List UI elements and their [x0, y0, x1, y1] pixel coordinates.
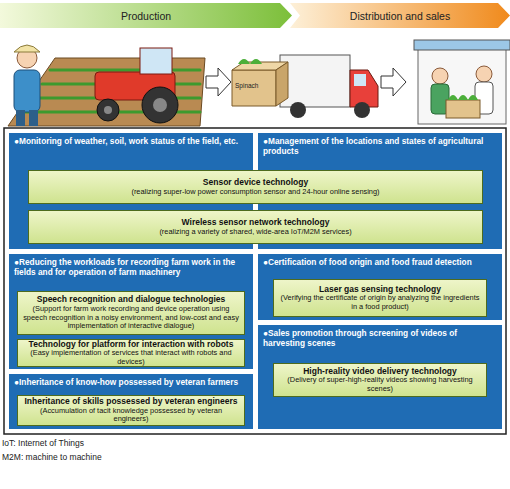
technology-box: High-reality video delivery technology(D…: [273, 363, 487, 397]
use-case-panel: ●Sales promotion through screening of vi…: [257, 324, 503, 430]
panel-heading: ●Reducing the workloads for recording fa…: [14, 258, 248, 278]
banner-label: Production: [121, 10, 171, 22]
technology-description: (realizing a variety of shared, wide-are…: [159, 228, 351, 237]
panel-heading: ●Sales promotion through screening of vi…: [263, 329, 497, 349]
cardboard-box: [232, 59, 288, 106]
technology-name: Wireless sensor network technology: [182, 218, 330, 228]
stage-banner: Production: [0, 3, 292, 28]
technology-name: High-reality video delivery technology: [303, 367, 457, 377]
use-case-panel: ●Certification of food origin and food f…: [257, 253, 503, 321]
truck: [280, 55, 378, 118]
store: [414, 40, 510, 124]
farmer: [14, 45, 40, 126]
technology-description: (Easy implementation of services that in…: [22, 349, 240, 366]
banner-label: Distribution and sales: [350, 10, 450, 22]
box-label: Spinach: [235, 82, 259, 89]
flow-arrow: [381, 68, 406, 96]
technology-box: Sensor device technology(realizing super…: [28, 170, 483, 204]
panel-heading: ●Certification of food origin and food f…: [263, 258, 497, 268]
footnote: IoT: Internet of Things: [2, 438, 84, 448]
use-case-panel: ●Inheritance of know-how possessed by ve…: [8, 373, 254, 430]
technology-box: Inheritance of skills possessed by veter…: [17, 395, 245, 426]
footnote: M2M: machine to machine: [2, 452, 102, 462]
technology-name: Technology for platform for interaction …: [29, 340, 234, 350]
stage-banner: Distribution and sales: [290, 3, 510, 28]
technology-description: (Delivery of super-high-reality videos s…: [278, 376, 482, 393]
technology-name: Sensor device technology: [203, 178, 308, 188]
panel-heading: ●Monitoring of weather, soil, work statu…: [14, 137, 248, 147]
technology-box: Wireless sensor network technology(reali…: [28, 210, 483, 244]
technology-box: Laser gas sensing technology(Verifying t…: [273, 279, 487, 317]
technology-name: Inheritance of skills possessed by veter…: [24, 397, 237, 407]
field: [8, 58, 205, 126]
use-case-panel: ●Reducing the workloads for recording fa…: [8, 253, 254, 370]
flow-arrow: [206, 68, 231, 96]
tractor: [95, 48, 178, 123]
technology-name: Laser gas sensing technology: [319, 285, 441, 295]
technology-description: (Support for farm work recording and dev…: [22, 305, 240, 331]
technology-description: (realizing super-low power consumption s…: [131, 188, 379, 197]
technology-name: Speech recognition and dialogue technolo…: [37, 295, 225, 305]
technology-description: (Verifying the certificate of origin by …: [278, 294, 482, 311]
technology-box: Speech recognition and dialogue technolo…: [17, 291, 245, 335]
technology-box: Technology for platform for interaction …: [17, 339, 245, 367]
technology-description: (Accumulation of tacit knowledge possess…: [22, 407, 240, 424]
outer-frame: [4, 128, 506, 434]
panel-heading: ●Management of the locations and states …: [263, 137, 497, 157]
panel-heading: ●Inheritance of know-how possessed by ve…: [14, 378, 248, 388]
